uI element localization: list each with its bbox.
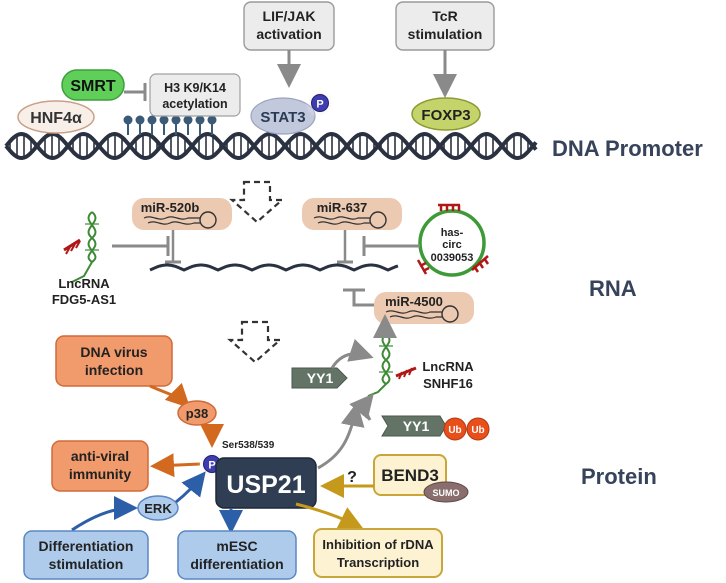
mir520b-label: miR-520b bbox=[141, 200, 200, 215]
mir520b-hairpin-stem-2 bbox=[147, 221, 200, 225]
bend3-box bbox=[373, 454, 447, 496]
circ-line3: 0039053 bbox=[431, 252, 474, 264]
usp21-to-yy1-arrow bbox=[317, 402, 365, 470]
foxp3-label: FOXP3 bbox=[421, 107, 470, 124]
mir4500-hairpin-stem-2 bbox=[389, 315, 442, 319]
smrt-label: SMRT bbox=[70, 78, 116, 95]
hnf4a-label: HNF4α bbox=[30, 110, 82, 127]
lif-jak-line2: activation bbox=[256, 26, 321, 42]
level-label-dna: DNA Promoter bbox=[552, 136, 703, 161]
lncrna-snhf16-line2: SNHF16 bbox=[423, 376, 473, 391]
yy1-deubiquitination-arrow bbox=[349, 393, 374, 421]
dna-to-rna-dashed-arrow bbox=[229, 180, 285, 224]
mir637-hairpin-stem-2 bbox=[317, 221, 370, 225]
dna-strand-a bbox=[4, 131, 538, 161]
dna-virus-line1: DNA virus bbox=[80, 344, 147, 360]
circrna-icon bbox=[416, 203, 490, 277]
h3-line1: H3 K9/K14 bbox=[164, 81, 226, 95]
rna-to-protein-dashed-arrow bbox=[227, 320, 283, 364]
acetylation-marks bbox=[123, 115, 217, 135]
level-label-rna: RNA bbox=[589, 276, 637, 301]
yy1-lower-label: YY1 bbox=[403, 418, 430, 434]
lif-jak-line1: LIF/JAK bbox=[263, 8, 316, 24]
mir637-label: miR-637 bbox=[317, 200, 368, 215]
dna-base-pairs bbox=[9, 134, 529, 158]
erk-to-usp21-arrow bbox=[175, 471, 206, 504]
mesc-differentiation-box bbox=[177, 530, 297, 580]
bend3-label: BEND3 bbox=[381, 466, 439, 485]
foxp3-ellipse bbox=[411, 97, 481, 131]
virus-to-p38-arrow bbox=[149, 382, 191, 409]
usp21-to-antiviral-arrow bbox=[150, 453, 201, 478]
ubiquitin-1-label: Ub bbox=[448, 425, 461, 436]
ubiquitin-2-circle bbox=[466, 417, 490, 441]
unknown-interaction-question-mark: ? bbox=[347, 469, 357, 486]
mesc-line2: differentiation bbox=[190, 556, 283, 572]
mir520b-hairpin-stem bbox=[143, 216, 200, 220]
mir4500-label: miR-4500 bbox=[385, 294, 443, 309]
antiviral-immunity-box bbox=[51, 440, 149, 492]
spacer bbox=[386, 392, 400, 410]
erk-label: ERK bbox=[144, 501, 172, 516]
rdna-line1: Inhibition of rDNA bbox=[322, 537, 434, 552]
yy1-upper-label: YY1 bbox=[307, 370, 334, 386]
lncrna-fdg5-line2: FDG5-AS1 bbox=[52, 292, 116, 307]
dna-virus-infection-box bbox=[55, 335, 173, 387]
sumo-label: SUMO bbox=[433, 488, 460, 498]
h3-line2: acetylation bbox=[162, 97, 227, 111]
tcr-line1: TcR bbox=[432, 8, 457, 24]
mir4500-inhibition-line bbox=[352, 290, 374, 307]
ubiquitin-2-label: Ub bbox=[471, 425, 484, 436]
usp21-label: USP21 bbox=[226, 471, 305, 499]
usp21-to-rdna-arrow bbox=[295, 502, 364, 529]
diff-stim-line1: Differentiation bbox=[39, 538, 134, 554]
usp21-phospho-label: P bbox=[208, 460, 215, 472]
p38-label: p38 bbox=[186, 406, 208, 421]
lncrna-fdg5-icon bbox=[63, 211, 99, 283]
rdna-line2: Transcription bbox=[337, 555, 419, 570]
hnf4a-ellipse bbox=[17, 100, 95, 134]
level-label-protein: Protein bbox=[581, 464, 657, 489]
antiviral-line2: immunity bbox=[69, 466, 131, 482]
mir520b-hairpin-loop bbox=[199, 211, 217, 229]
antiviral-line1: anti-viral bbox=[71, 448, 129, 464]
ubiquitin-1-circle bbox=[443, 417, 467, 441]
mir4500-hairpin-stem bbox=[385, 310, 442, 314]
circ-line1: has- bbox=[441, 227, 464, 239]
dna-double-helix bbox=[4, 131, 538, 161]
yy1-upper-shape bbox=[291, 367, 348, 389]
lncrna-snhf16-icon bbox=[367, 333, 417, 397]
rdna-inhibition-box bbox=[313, 528, 443, 578]
lncrna-snhf16-line1: LncRNA bbox=[422, 359, 474, 374]
usp21-box bbox=[215, 457, 317, 509]
dna-virus-line2: infection bbox=[85, 362, 143, 378]
mrna-wave bbox=[149, 263, 399, 272]
p38-to-usp21-arrow bbox=[199, 423, 224, 448]
mesc-line1: mESC bbox=[216, 538, 257, 554]
sumo-ellipse bbox=[423, 481, 469, 503]
stat3-phospho-circle bbox=[311, 94, 329, 112]
mir4500-hairpin-loop bbox=[441, 305, 459, 323]
p38-ellipse bbox=[177, 400, 217, 426]
yy1-lower-shape bbox=[381, 415, 447, 437]
mir637-hairpin-loop bbox=[369, 211, 387, 229]
dna-strand-b bbox=[4, 131, 538, 161]
erk-ellipse bbox=[137, 495, 179, 521]
lncrna-fdg5-line1: LncRNA bbox=[58, 276, 110, 291]
stat3-phospho-label: P bbox=[316, 99, 323, 111]
diff-stim-line2: stimulation bbox=[49, 556, 124, 572]
mir637-hairpin-stem bbox=[313, 216, 370, 220]
yy1-to-snhf16-arrow bbox=[330, 338, 374, 369]
stat3-label: STAT3 bbox=[260, 109, 305, 126]
circ-line2: circ bbox=[442, 239, 462, 251]
differentiation-stimulation-box bbox=[23, 530, 149, 580]
h3-acetylation-box bbox=[149, 73, 241, 117]
smrt-pill bbox=[61, 69, 125, 101]
differentiation-to-erk-arrow bbox=[71, 496, 138, 532]
tcr-line2: stimulation bbox=[408, 26, 483, 42]
ser538-539-label: Ser538/539 bbox=[222, 440, 275, 451]
